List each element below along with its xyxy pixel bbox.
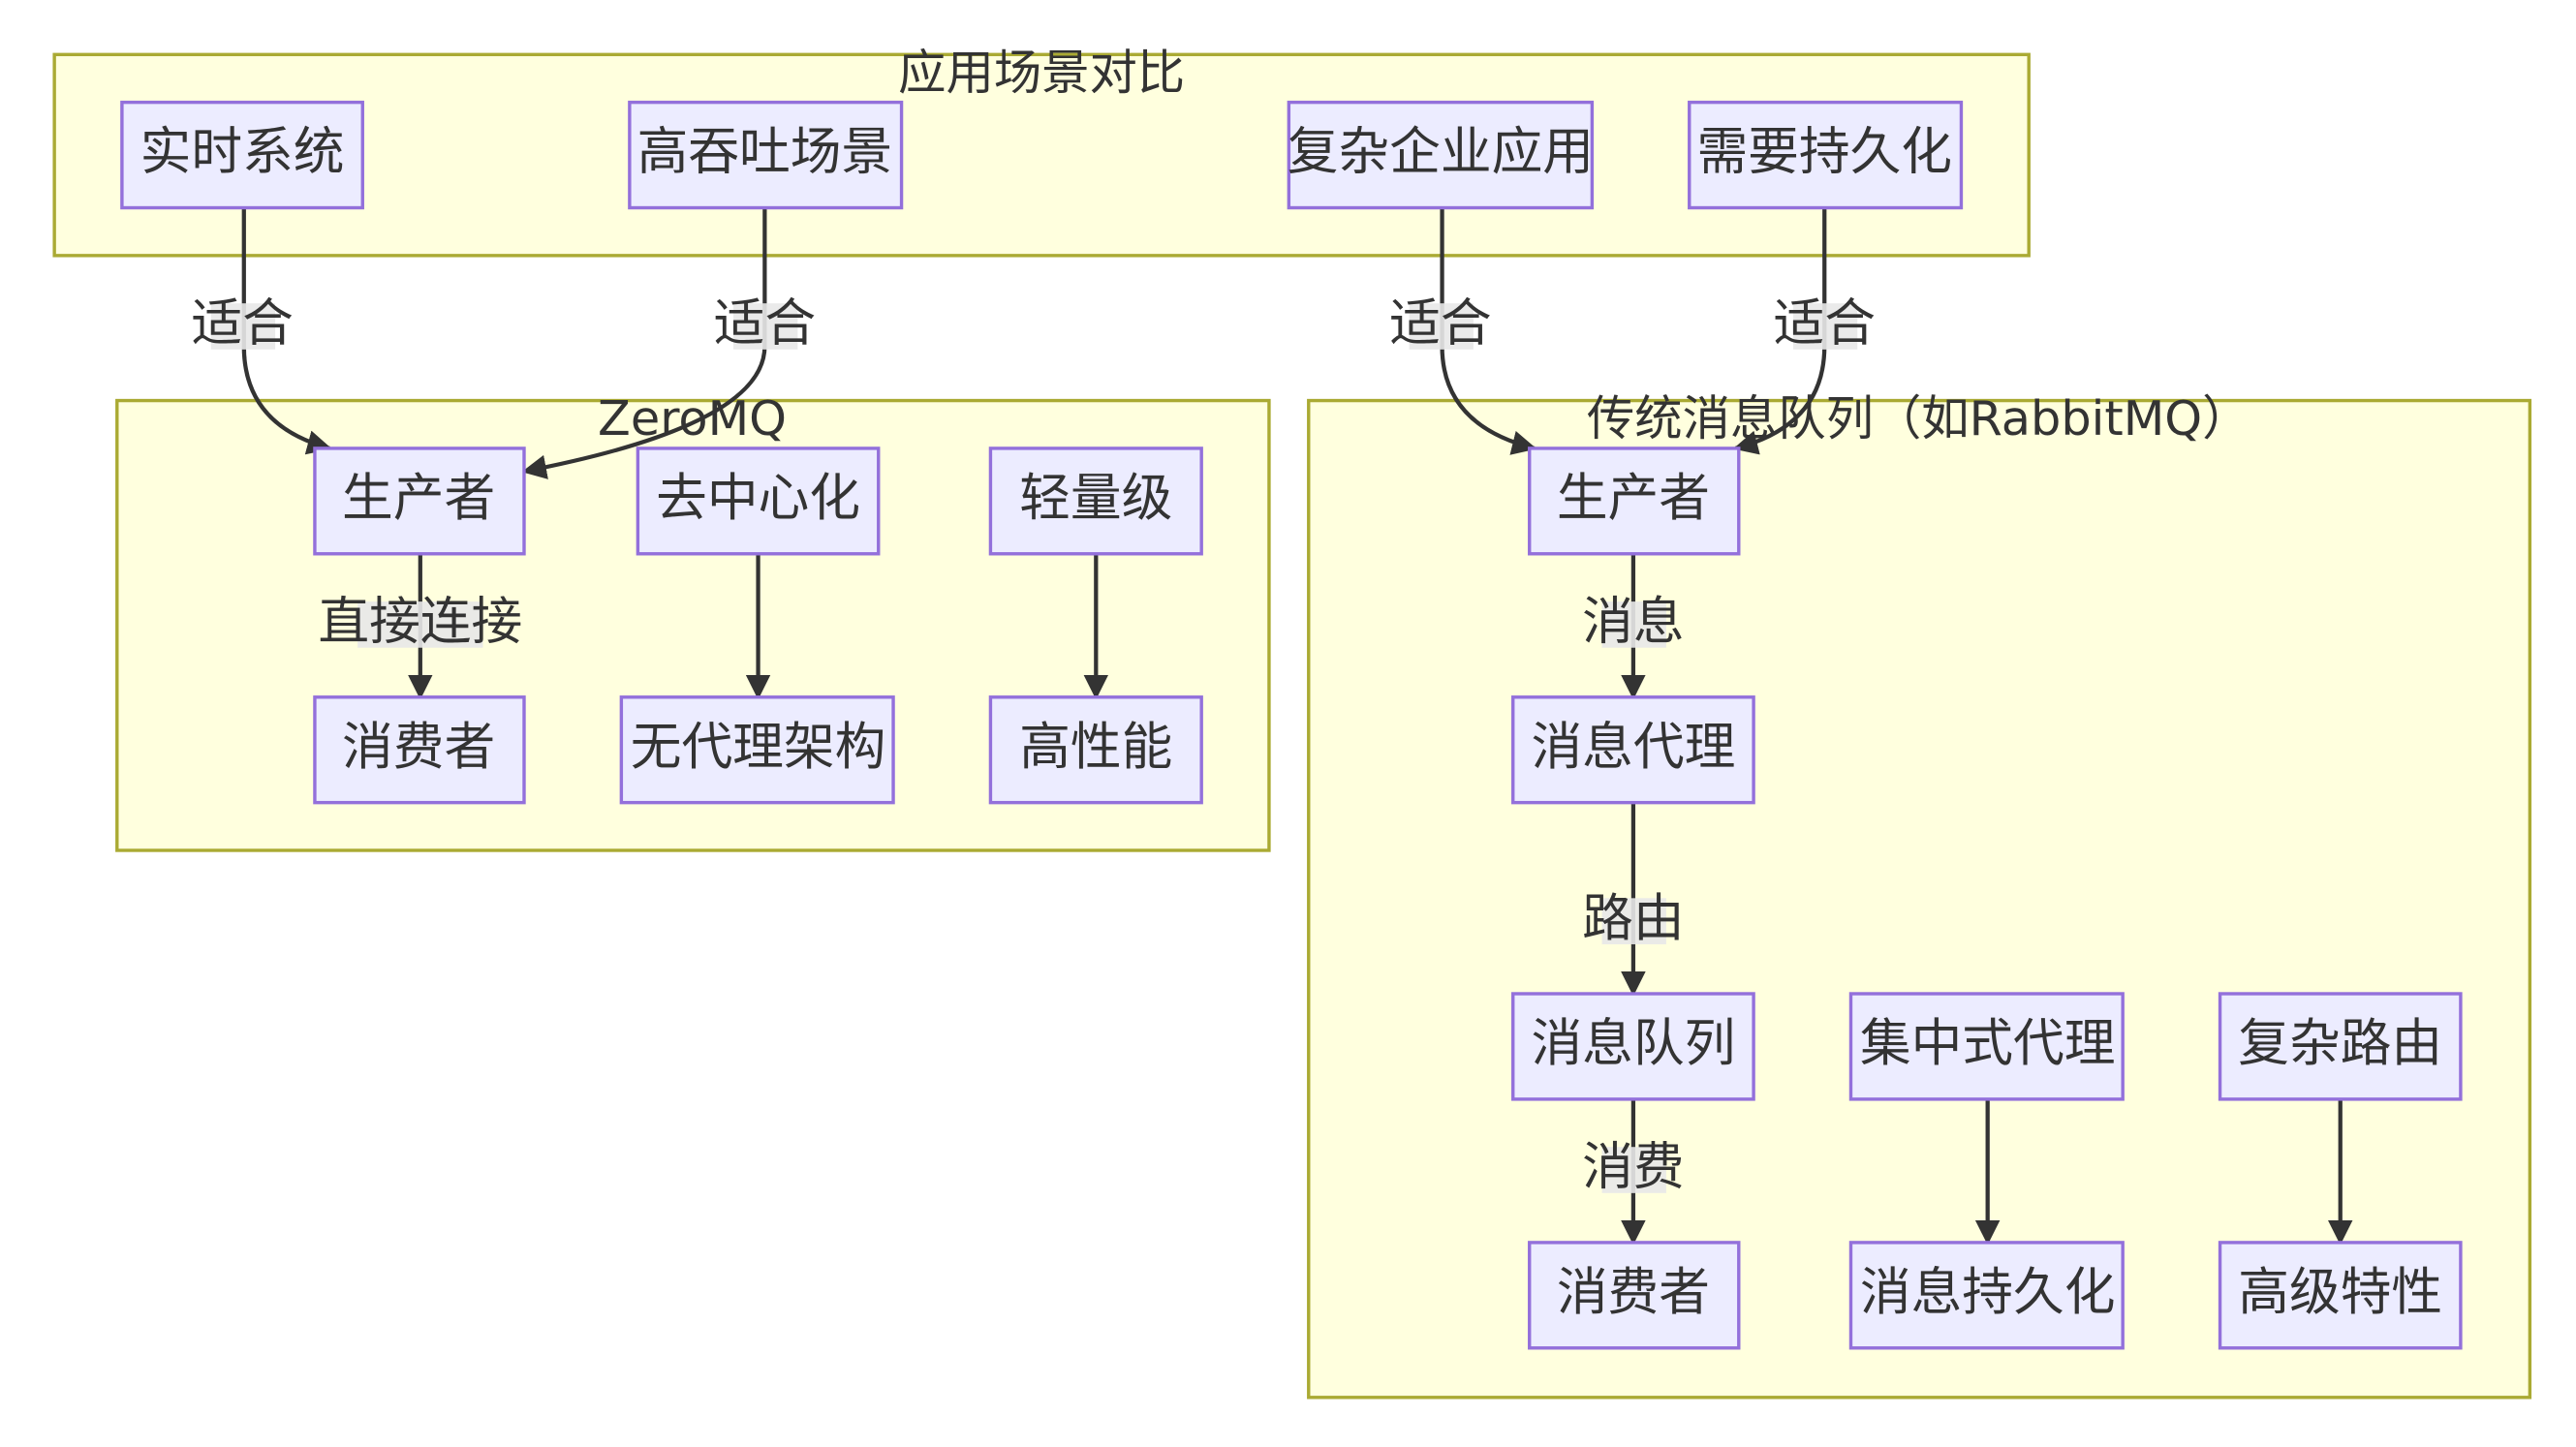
node-zmq-consumer[interactable]: 消费者	[313, 695, 526, 805]
svg-text:消息: 消息	[1582, 593, 1684, 652]
node-complex-enterprise-label: 复杂企业应用	[1288, 123, 1594, 182]
node-mq-queue[interactable]: 消息队列	[1511, 992, 1755, 1101]
node-mq-broker[interactable]: 消息代理	[1511, 695, 1755, 805]
node-realtime[interactable]: 实时系统	[120, 100, 364, 210]
node-zmq-lightweight-label: 轻量级	[1019, 469, 1172, 528]
svg-text:适合: 适合	[714, 294, 816, 354]
svg-text:直接连接: 直接连接	[318, 593, 522, 652]
edge-label-consume: 消费	[1582, 1138, 1684, 1197]
edge-label-persistence-fit: 适合	[1774, 294, 1876, 354]
node-realtime-label: 实时系统	[140, 123, 345, 182]
node-mq-complex-routing-label: 复杂路由	[2238, 1014, 2442, 1073]
svg-text:适合: 适合	[191, 294, 293, 354]
node-mq-central-broker-label: 集中式代理	[1860, 1014, 2116, 1073]
node-zmq-brokerless[interactable]: 无代理架构	[619, 695, 895, 805]
group-traditional-box	[1307, 398, 2532, 1400]
node-mq-producer[interactable]: 生产者	[1528, 446, 1741, 556]
node-mq-persistence[interactable]: 消息持久化	[1848, 1241, 2125, 1350]
node-mq-persistence-label: 消息持久化	[1860, 1263, 2116, 1322]
svg-text:路由: 路由	[1582, 889, 1684, 948]
group-scenarios-title: 应用场景对比	[898, 45, 1185, 101]
edge-persistence-to-mq-producer	[1732, 207, 1827, 455]
node-need-persistence[interactable]: 需要持久化	[1688, 100, 1964, 210]
group-zeromq-title: ZeroMQ	[598, 390, 787, 446]
node-zmq-producer-label: 生产者	[342, 469, 495, 528]
node-mq-complex-routing[interactable]: 复杂路由	[2218, 992, 2463, 1101]
edge-label-enterprise-fit: 适合	[1389, 294, 1491, 354]
group-traditional-title: 传统消息队列（如RabbitMQ）	[1587, 390, 2250, 446]
svg-text:消费: 消费	[1582, 1138, 1684, 1197]
node-zmq-high-perf-label: 高性能	[1019, 718, 1172, 777]
group-traditional: 传统消息队列（如RabbitMQ）	[1307, 390, 2532, 1400]
svg-text:适合: 适合	[1774, 294, 1876, 354]
node-zmq-decentralized[interactable]: 去中心化	[636, 446, 881, 556]
node-zmq-producer[interactable]: 生产者	[313, 446, 526, 556]
node-zmq-lightweight[interactable]: 轻量级	[988, 446, 1203, 556]
node-zmq-consumer-label: 消费者	[342, 718, 495, 777]
node-mq-producer-label: 生产者	[1557, 469, 1710, 528]
edge-label-throughput-fit: 适合	[714, 294, 816, 354]
edge-label-message: 消息	[1582, 593, 1684, 652]
node-mq-consumer[interactable]: 消费者	[1528, 1241, 1741, 1350]
svg-text:适合: 适合	[1389, 294, 1491, 354]
edge-realtime-to-zmq-producer	[241, 207, 332, 455]
node-complex-enterprise[interactable]: 复杂企业应用	[1287, 100, 1595, 210]
node-mq-advanced[interactable]: 高级特性	[2218, 1241, 2463, 1350]
node-mq-broker-label: 消息代理	[1531, 718, 1735, 777]
node-mq-central-broker[interactable]: 集中式代理	[1848, 992, 2125, 1101]
edge-label-direct-connect: 直接连接	[318, 593, 522, 652]
node-zmq-high-perf[interactable]: 高性能	[988, 695, 1203, 805]
edge-throughput-to-zmq-producer	[521, 207, 767, 479]
edge-enterprise-to-mq-producer	[1440, 207, 1537, 455]
edge-label-realtime-fit: 适合	[191, 294, 293, 354]
node-high-throughput-label: 高吞吐场景	[637, 123, 893, 182]
node-high-throughput[interactable]: 高吞吐场景	[628, 100, 904, 210]
edge-label-routing: 路由	[1582, 889, 1684, 948]
node-mq-advanced-label: 高级特性	[2238, 1263, 2442, 1322]
node-mq-queue-label: 消息队列	[1531, 1014, 1735, 1073]
node-zmq-brokerless-label: 无代理架构	[631, 718, 886, 777]
node-zmq-decentralized-label: 去中心化	[656, 469, 860, 528]
edge-labels: 适合 适合 适合 适合 直接连接 消息 路由 消费	[191, 294, 1876, 1197]
node-need-persistence-label: 需要持久化	[1696, 123, 1952, 182]
node-mq-consumer-label: 消费者	[1557, 1263, 1710, 1322]
